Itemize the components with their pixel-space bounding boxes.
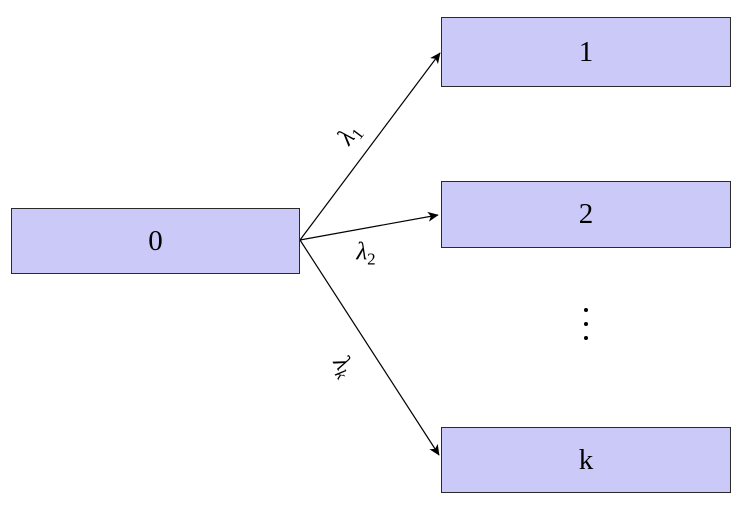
edge-label-lambda-k: λk: [328, 351, 360, 383]
node-state-1-label: 1: [578, 35, 594, 68]
node-state-2-label: 2: [578, 198, 594, 230]
ellipsis-dot: [583, 335, 589, 341]
node-state-0-label: 0: [148, 224, 163, 257]
ellipsis-dot: [583, 321, 589, 327]
lambda-subscript: 2: [367, 249, 376, 269]
node-state-0: 0: [11, 208, 300, 274]
edge-0-to-k: [299, 239, 440, 456]
edge-label-lambda-1: λ1: [332, 119, 367, 150]
ellipsis-dot: [583, 307, 589, 313]
node-state-k-label: k: [578, 443, 594, 476]
edge-0-to-1: [299, 52, 441, 241]
node-state-1: 1: [441, 17, 731, 87]
lambda-symbol: λ: [356, 238, 368, 266]
edge-0-to-2: [299, 211, 439, 241]
node-state-k: k: [441, 427, 731, 493]
node-state-2: 2: [441, 181, 731, 248]
edge-label-lambda-2: λ2: [356, 238, 376, 269]
